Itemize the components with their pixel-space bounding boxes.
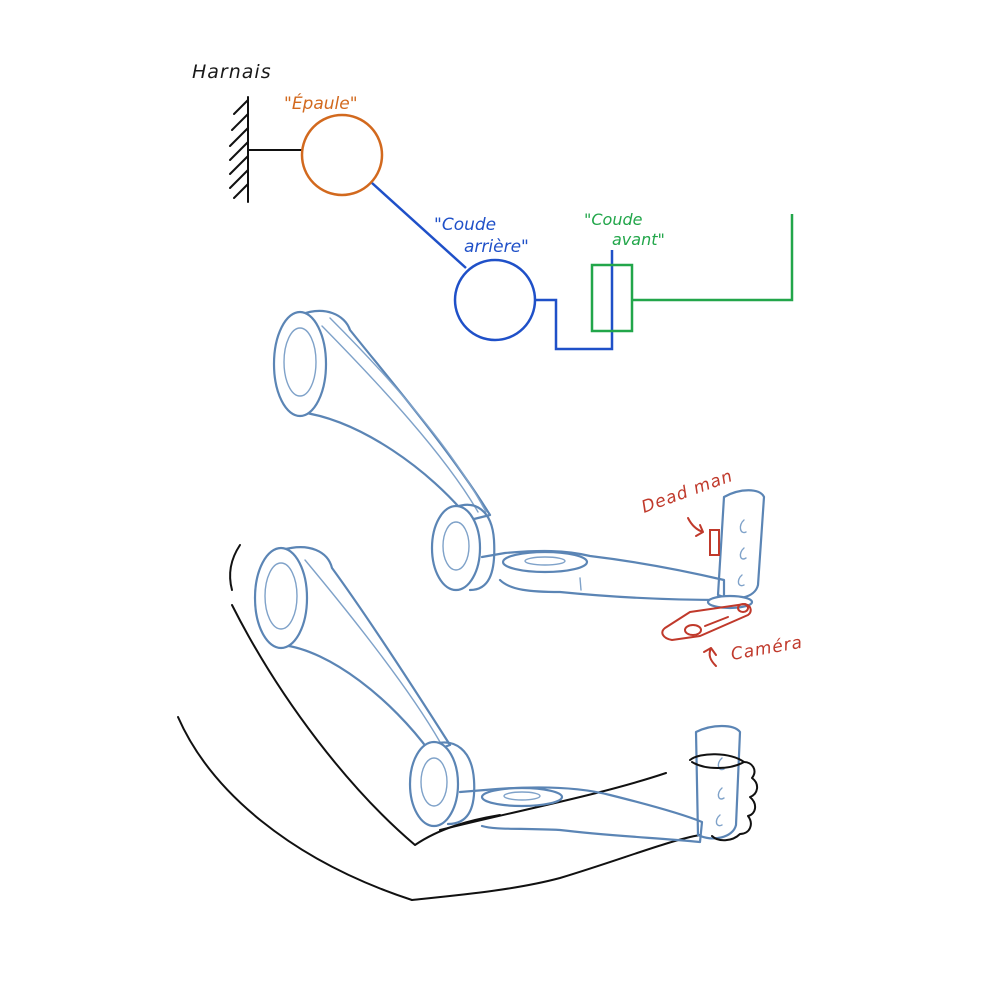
forearm-segment-2 — [458, 786, 704, 844]
body-outline-forearm-top — [439, 772, 667, 831]
camera-device — [661, 603, 752, 641]
shoulder-disc-inner — [283, 327, 317, 397]
elbow-disc-inner — [442, 521, 470, 571]
shoulder-joint — [300, 113, 384, 197]
shoulder-disc-2-inner — [264, 562, 298, 630]
forearm-segment — [480, 549, 726, 602]
epaule-label: "Épaule" — [284, 92, 358, 114]
harnais-label: Harnais — [192, 61, 272, 83]
forearm-link — [535, 250, 614, 351]
grip2-indent-2 — [717, 787, 725, 800]
coude-avant-label-line1: "Coude — [584, 210, 643, 229]
upper-arm2-edge-line — [304, 559, 441, 743]
elbow-housing — [454, 503, 496, 592]
deadman-arrow — [687, 517, 704, 537]
coude-avant-label-line2: avant" — [612, 230, 665, 249]
shoulder-disc-2 — [253, 546, 309, 650]
upper-arm-edge-line-2 — [329, 317, 487, 513]
grip2-indent-1 — [717, 757, 725, 771]
elbow-disc — [430, 504, 482, 592]
shoulder-disc — [272, 310, 328, 418]
grip-indent-1 — [739, 519, 747, 534]
arm-sketch-upper: Dead man Caméra — [272, 310, 804, 667]
elbow-disc-2-inner — [420, 757, 448, 807]
wrist-band — [691, 761, 745, 769]
camera-arrow — [703, 647, 717, 667]
kinematic-schematic: Harnais "Épaule" "Coude arrière" "Coude … — [192, 61, 794, 351]
upper-arm-edge-line — [321, 325, 479, 513]
upper-arm-link — [371, 182, 467, 269]
deadman-switch — [709, 529, 720, 556]
front-elbow-joint — [590, 263, 634, 333]
body-outline-forearm-bottom — [411, 834, 701, 901]
forearm-collar-2 — [480, 786, 564, 808]
body-outline-back — [229, 544, 241, 591]
coude-arriere-label-line1: "Coude — [434, 215, 496, 235]
forearm-collar — [501, 550, 589, 574]
grip-indent-2 — [739, 547, 747, 560]
elbow-housing-2 — [432, 741, 476, 826]
body-outline-upper-arm — [231, 604, 501, 846]
grip-indent-3 — [737, 574, 745, 587]
forearm-detail-line — [579, 577, 582, 591]
elbow-disc-2 — [408, 740, 460, 828]
coude-arriere-label-line2: arrière" — [464, 237, 529, 257]
front-elbow-link — [632, 214, 794, 302]
upper-arm-segment — [298, 310, 492, 522]
arm-sketch-lower — [177, 544, 758, 901]
upper-arm-segment-2 — [280, 546, 452, 754]
camera-label: Caméra — [729, 633, 804, 665]
rear-elbow-joint — [453, 258, 537, 342]
body-outline-torso — [177, 716, 413, 901]
forearm-collar-inner — [524, 556, 566, 566]
grip2-indent-3 — [715, 814, 723, 827]
forearm-collar-2-inner — [503, 791, 541, 801]
deadman-label: Dead man — [639, 466, 736, 518]
harness-wall — [229, 96, 249, 203]
hand-grip-2 — [694, 724, 742, 840]
